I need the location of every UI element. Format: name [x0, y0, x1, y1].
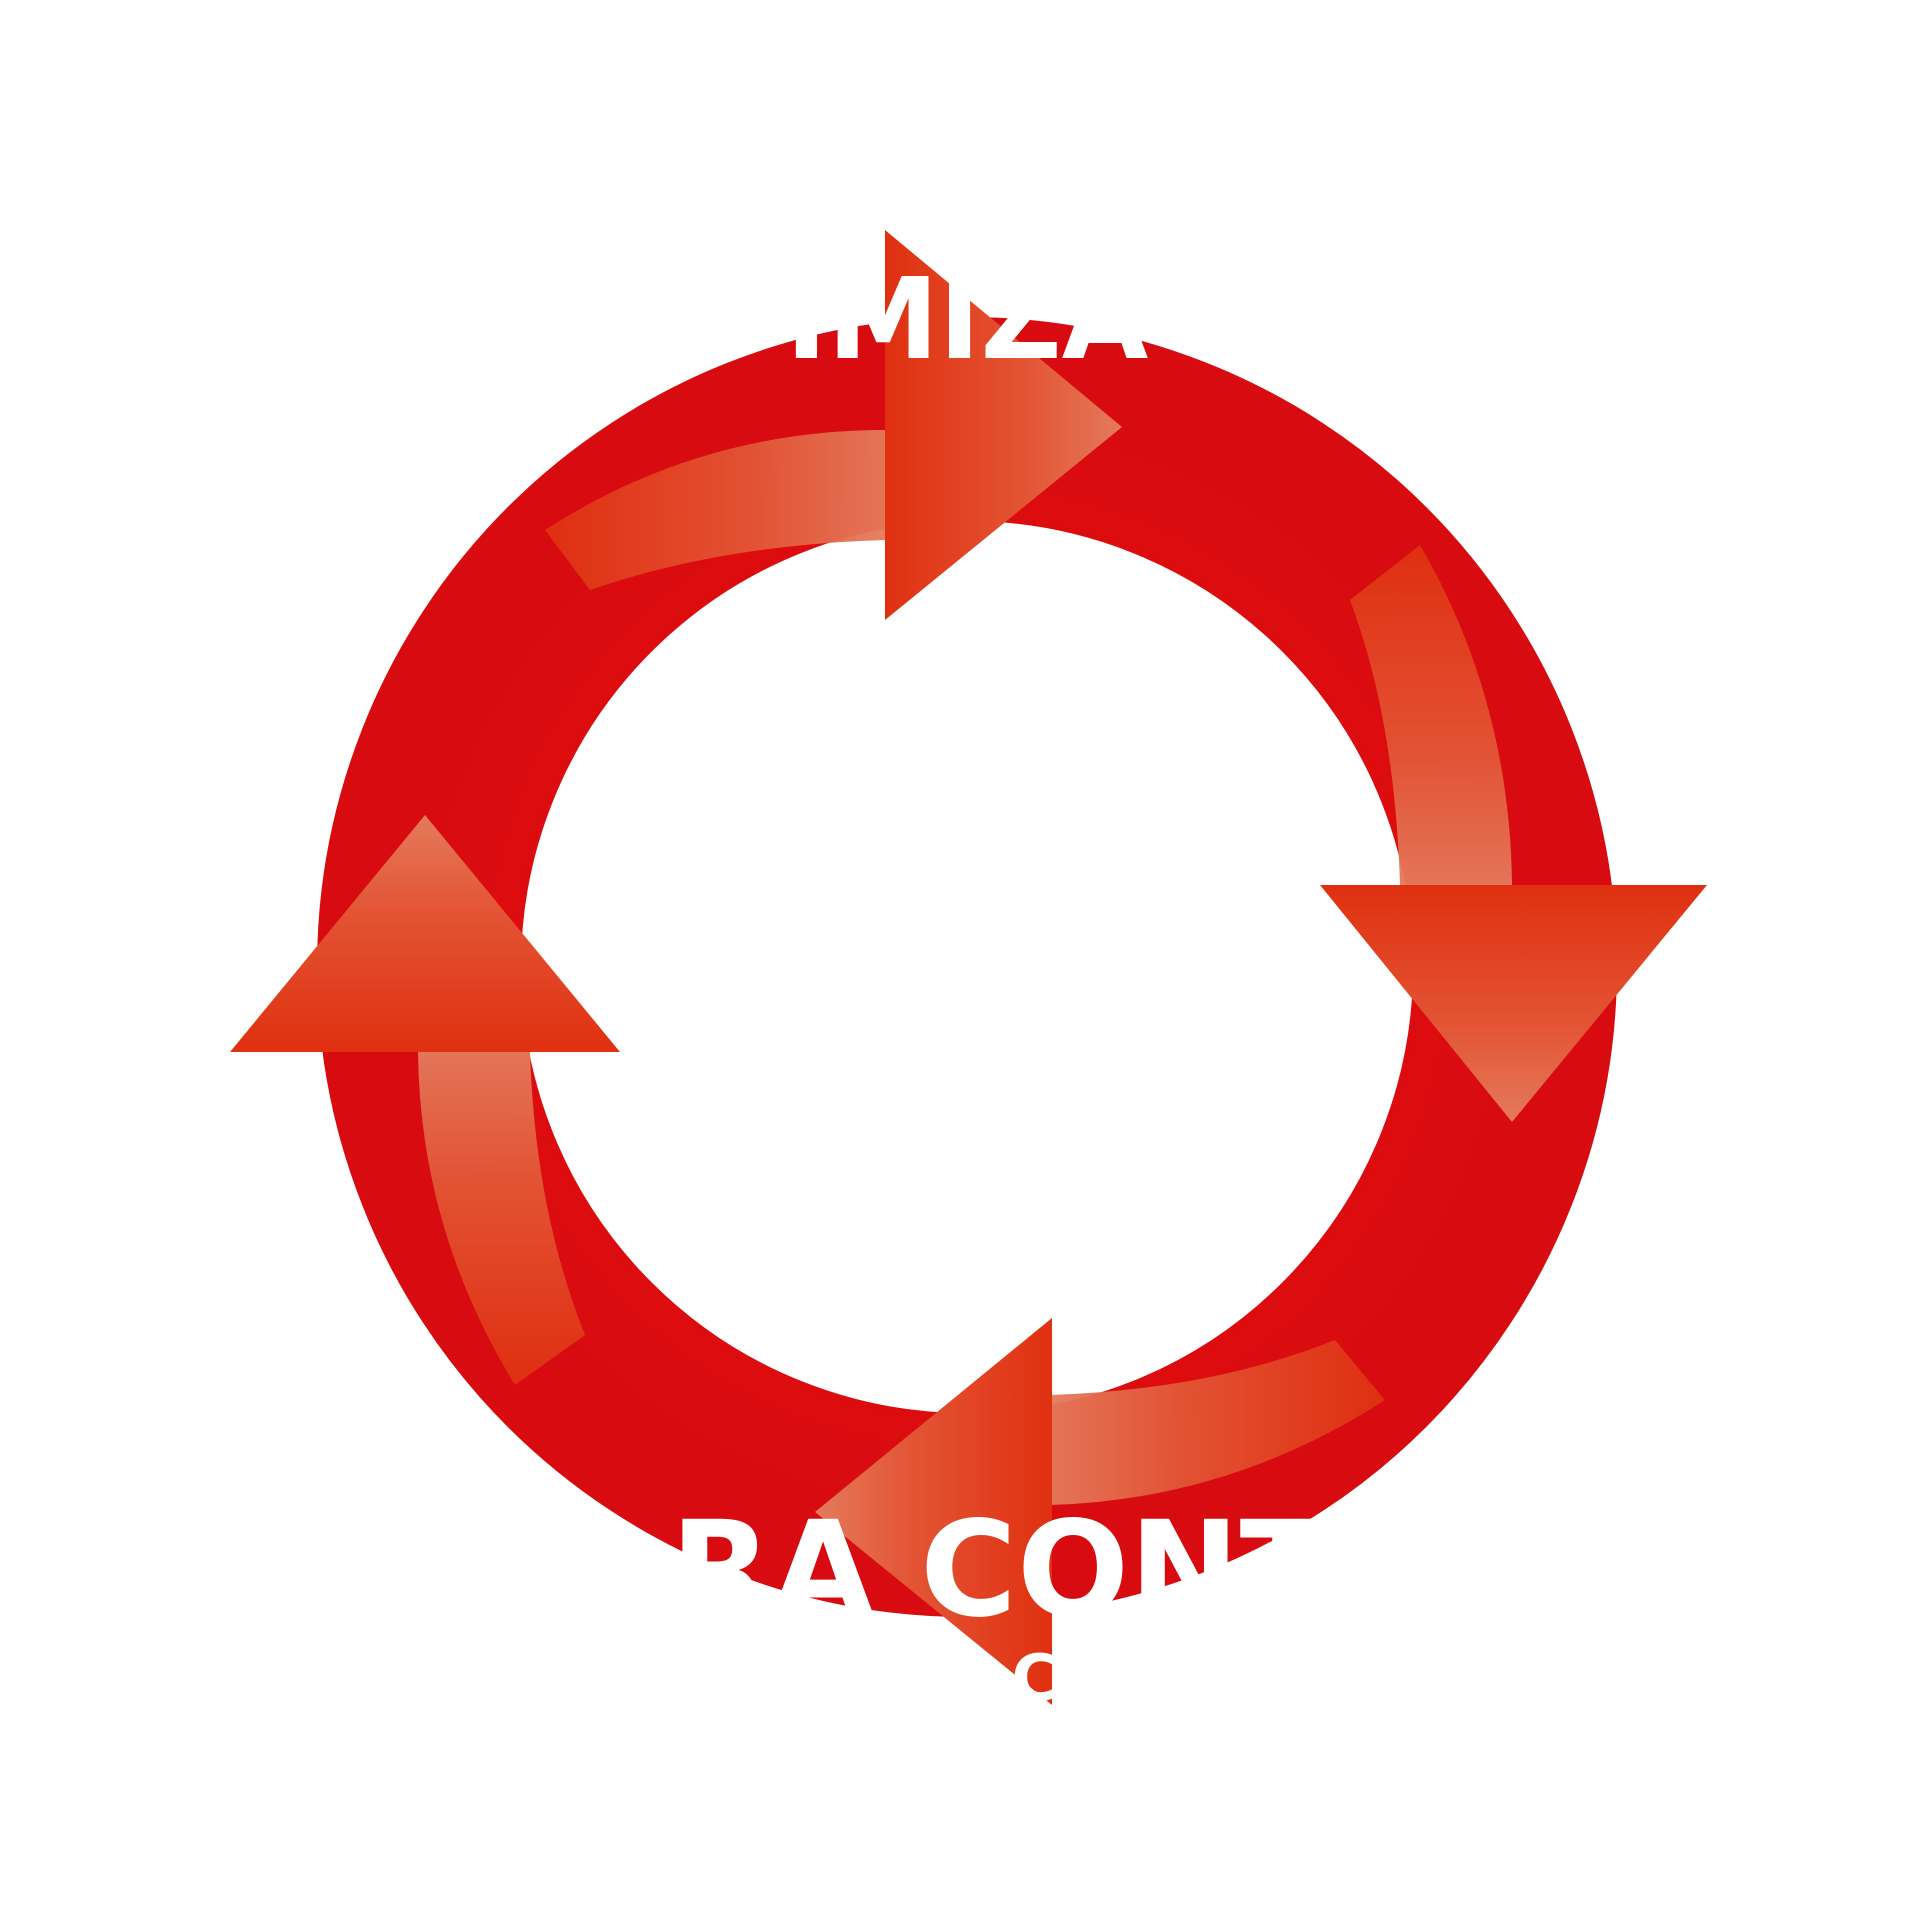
cycle-arrow-bottom — [815, 1318, 1385, 1705]
cycle-arrow-left — [230, 815, 620, 1385]
cycle-ring — [317, 317, 1617, 1617]
cycle-arrow-top — [545, 230, 1122, 620]
cycle-label-top: IMIZA — [786, 255, 1149, 385]
cycle-arrow-right — [1320, 545, 1707, 1122]
cycle-label-bottom: RA CONT — [670, 1493, 1329, 1647]
cycle-label-bottom-small: C — [1012, 1642, 1059, 1716]
